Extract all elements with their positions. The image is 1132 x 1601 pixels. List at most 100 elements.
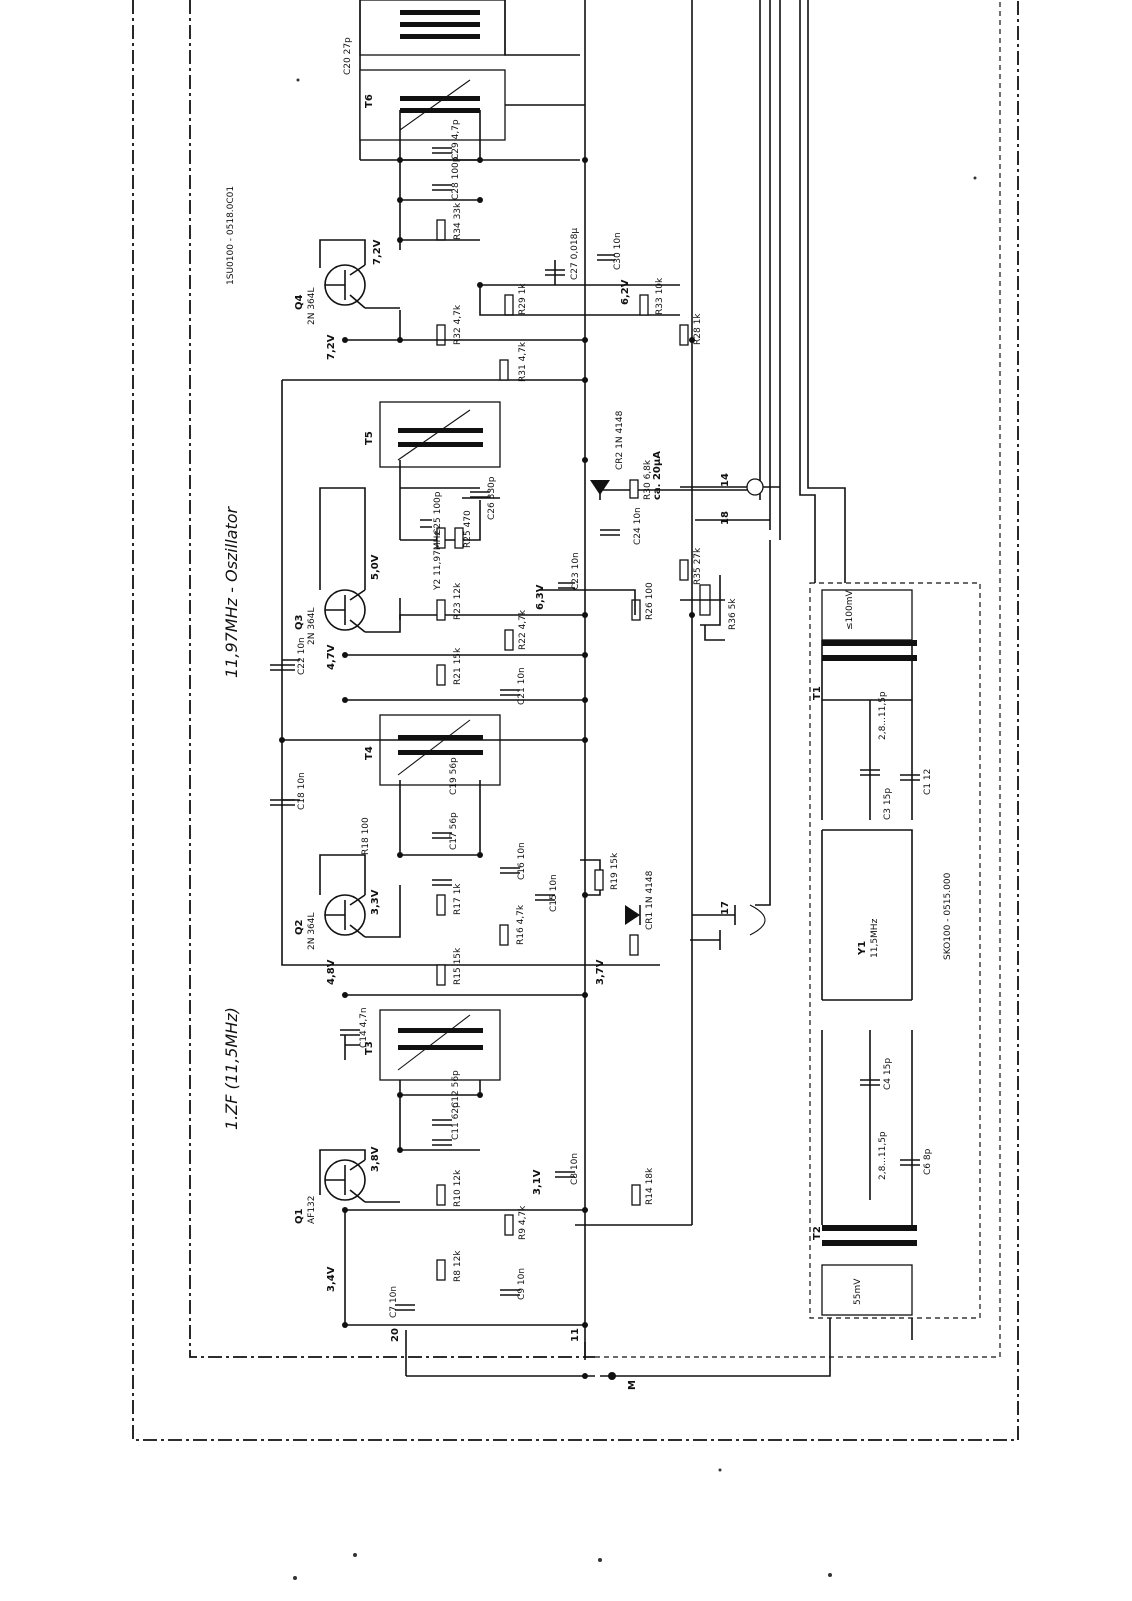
current-20ua: ca. 20µA: [652, 451, 663, 500]
filter-level-in: 55mV: [853, 1278, 863, 1305]
comp-c20: C20 27p: [343, 37, 353, 75]
comp-c8: C8 10n: [570, 1153, 580, 1185]
comp-c21: C21 10n: [517, 667, 527, 705]
transformer-t2: [379, 1009, 501, 1081]
comp-r18: R18 100: [361, 817, 371, 855]
comp-c25: C25 100p: [433, 491, 443, 535]
comp-r28: R28 1k: [693, 313, 703, 345]
voltage-3-3v: 3,3V: [370, 889, 381, 915]
comp-c1: C1 12: [923, 769, 933, 795]
label-q3-type: 2N 364L: [307, 607, 317, 645]
comp-c19: C19 56p: [449, 757, 459, 795]
label-q4: Q4: [294, 294, 305, 310]
comp-c15: C15 10n: [549, 874, 559, 912]
transformer-t5: [359, 69, 585, 161]
comp-c22: C22 10n: [297, 637, 307, 675]
comp-c17: C17 56p: [449, 812, 459, 850]
part-no-bottom: SKO100 - 0515.000: [943, 872, 953, 960]
label-t5: T5: [364, 431, 375, 445]
comp-c23: C23 10n: [571, 552, 581, 590]
voltage-4-7v: 4,7V: [326, 644, 337, 670]
label-q1-type: AF132: [307, 1195, 317, 1224]
comp-t2: T2: [812, 1226, 823, 1240]
comp-c18: C18 10n: [297, 772, 307, 810]
comp-c4: C4 15p: [883, 1058, 893, 1090]
comp-r31: R31 4,7k: [518, 341, 528, 382]
comp-r21: R21 15k: [453, 647, 463, 685]
comp-cr2: CR2 1N 4148: [615, 410, 625, 470]
label-t4: T4: [364, 746, 375, 760]
comp-c16: C16 10n: [517, 842, 527, 880]
terminal-17: 17: [720, 901, 731, 915]
pot-and-terminals: [679, 324, 780, 950]
labels: 1.ZF (11,5MHz) 11,97MHz - Oszillator 1SU…: [222, 37, 953, 1390]
terminal-11: 11: [570, 1328, 581, 1342]
transformer-t4: [379, 401, 501, 468]
comp-c26: C26 330p: [487, 476, 497, 520]
comp-c9: C9 10n: [517, 1268, 527, 1300]
comp-r32: R32 4,7k: [453, 304, 463, 345]
filter-label: Y1: [857, 941, 868, 956]
terminal-m: M: [627, 1380, 638, 1390]
components-column-left: [270, 110, 760, 1311]
label-t6: T6: [364, 94, 375, 108]
comp-r16: R16 4,7k: [516, 904, 526, 945]
comp-r22: R22 4,7k: [518, 609, 528, 650]
comp-c12: C12 56p: [451, 1070, 461, 1108]
comp-cr1: CR1 1N 4148: [645, 870, 655, 930]
comp-r30: R30 6,8k: [643, 459, 653, 500]
comp-r34: R34 33k: [453, 202, 463, 240]
voltage-7-2v-b: 7,2V: [372, 239, 383, 265]
title-stage2: 11,97MHz - Oszillator: [222, 505, 241, 678]
comp-c3: C3 15p: [883, 788, 893, 820]
comp-c29: C29 4,7p: [451, 119, 461, 160]
comp-r10: R10 12k: [453, 1169, 463, 1207]
comp-c6: C6 8p: [923, 1148, 933, 1175]
comp-r25: R25 470: [463, 510, 473, 548]
comp-r17: R17 1k: [453, 883, 463, 915]
label-q4-type: 2N 364L: [307, 287, 317, 325]
transistor-q1: [319, 1149, 400, 1203]
label-q2-type: 2N 364L: [307, 912, 317, 950]
scan-noise: [293, 78, 977, 1580]
voltage-6-3v: 6,3V: [535, 584, 546, 610]
terminal-18: 18: [720, 511, 731, 525]
voltage-3-1v: 3,1V: [532, 1169, 543, 1195]
filter-freq: 11,5MHz: [870, 918, 880, 958]
transformer-t3: [282, 714, 585, 786]
comp-c28: C28 100p: [451, 156, 461, 200]
comp-r19: R19 15k: [610, 852, 620, 890]
comp-r26: R26 100: [645, 582, 655, 620]
voltage-3-8v: 3,8V: [370, 1146, 381, 1172]
label-q3: Q3: [294, 614, 305, 630]
comp-r23: R23 12k: [453, 582, 463, 620]
label-q1: Q1: [294, 1208, 305, 1224]
voltage-5-0v: 5,0V: [370, 554, 381, 580]
terminal-14: 14: [720, 473, 731, 487]
comp-r14: R14 18k: [645, 1167, 655, 1205]
comp-c7: C7 10n: [389, 1286, 399, 1318]
label-q2: Q2: [294, 919, 305, 935]
comp-r8: R8 12k: [453, 1250, 463, 1282]
junction-dots: [279, 157, 695, 1379]
voltage-7-2v-a: 7,2V: [326, 334, 337, 360]
crystal-filter-section: [600, 589, 920, 1380]
board-outline: [132, 0, 1019, 1441]
rails: [281, 0, 846, 1377]
comp-c14: C14 4,7n: [359, 1007, 369, 1048]
label-t3: T3: [364, 1041, 375, 1055]
comp-r29: R29 1k: [518, 283, 528, 315]
transformer-t6-top: [359, 0, 580, 160]
transistor-q2: [319, 854, 401, 938]
title-stage1: 1.ZF (11,5MHz): [222, 1007, 241, 1130]
comp-c30: C30 10n: [613, 232, 623, 270]
voltage-6-2v: 6,2V: [620, 279, 631, 305]
filter-trimmer-2: 2,8...11,5p: [878, 1131, 888, 1180]
comp-c11: C11 62p: [451, 1102, 461, 1140]
filter-trimmer-1: 2,8...11,5p: [878, 691, 888, 740]
filter-level-out: ≤100mV: [845, 590, 855, 630]
comp-t1: T1: [812, 686, 823, 700]
comp-r15: R15 15k: [453, 947, 463, 985]
comp-r36: R36 5k: [728, 598, 738, 630]
